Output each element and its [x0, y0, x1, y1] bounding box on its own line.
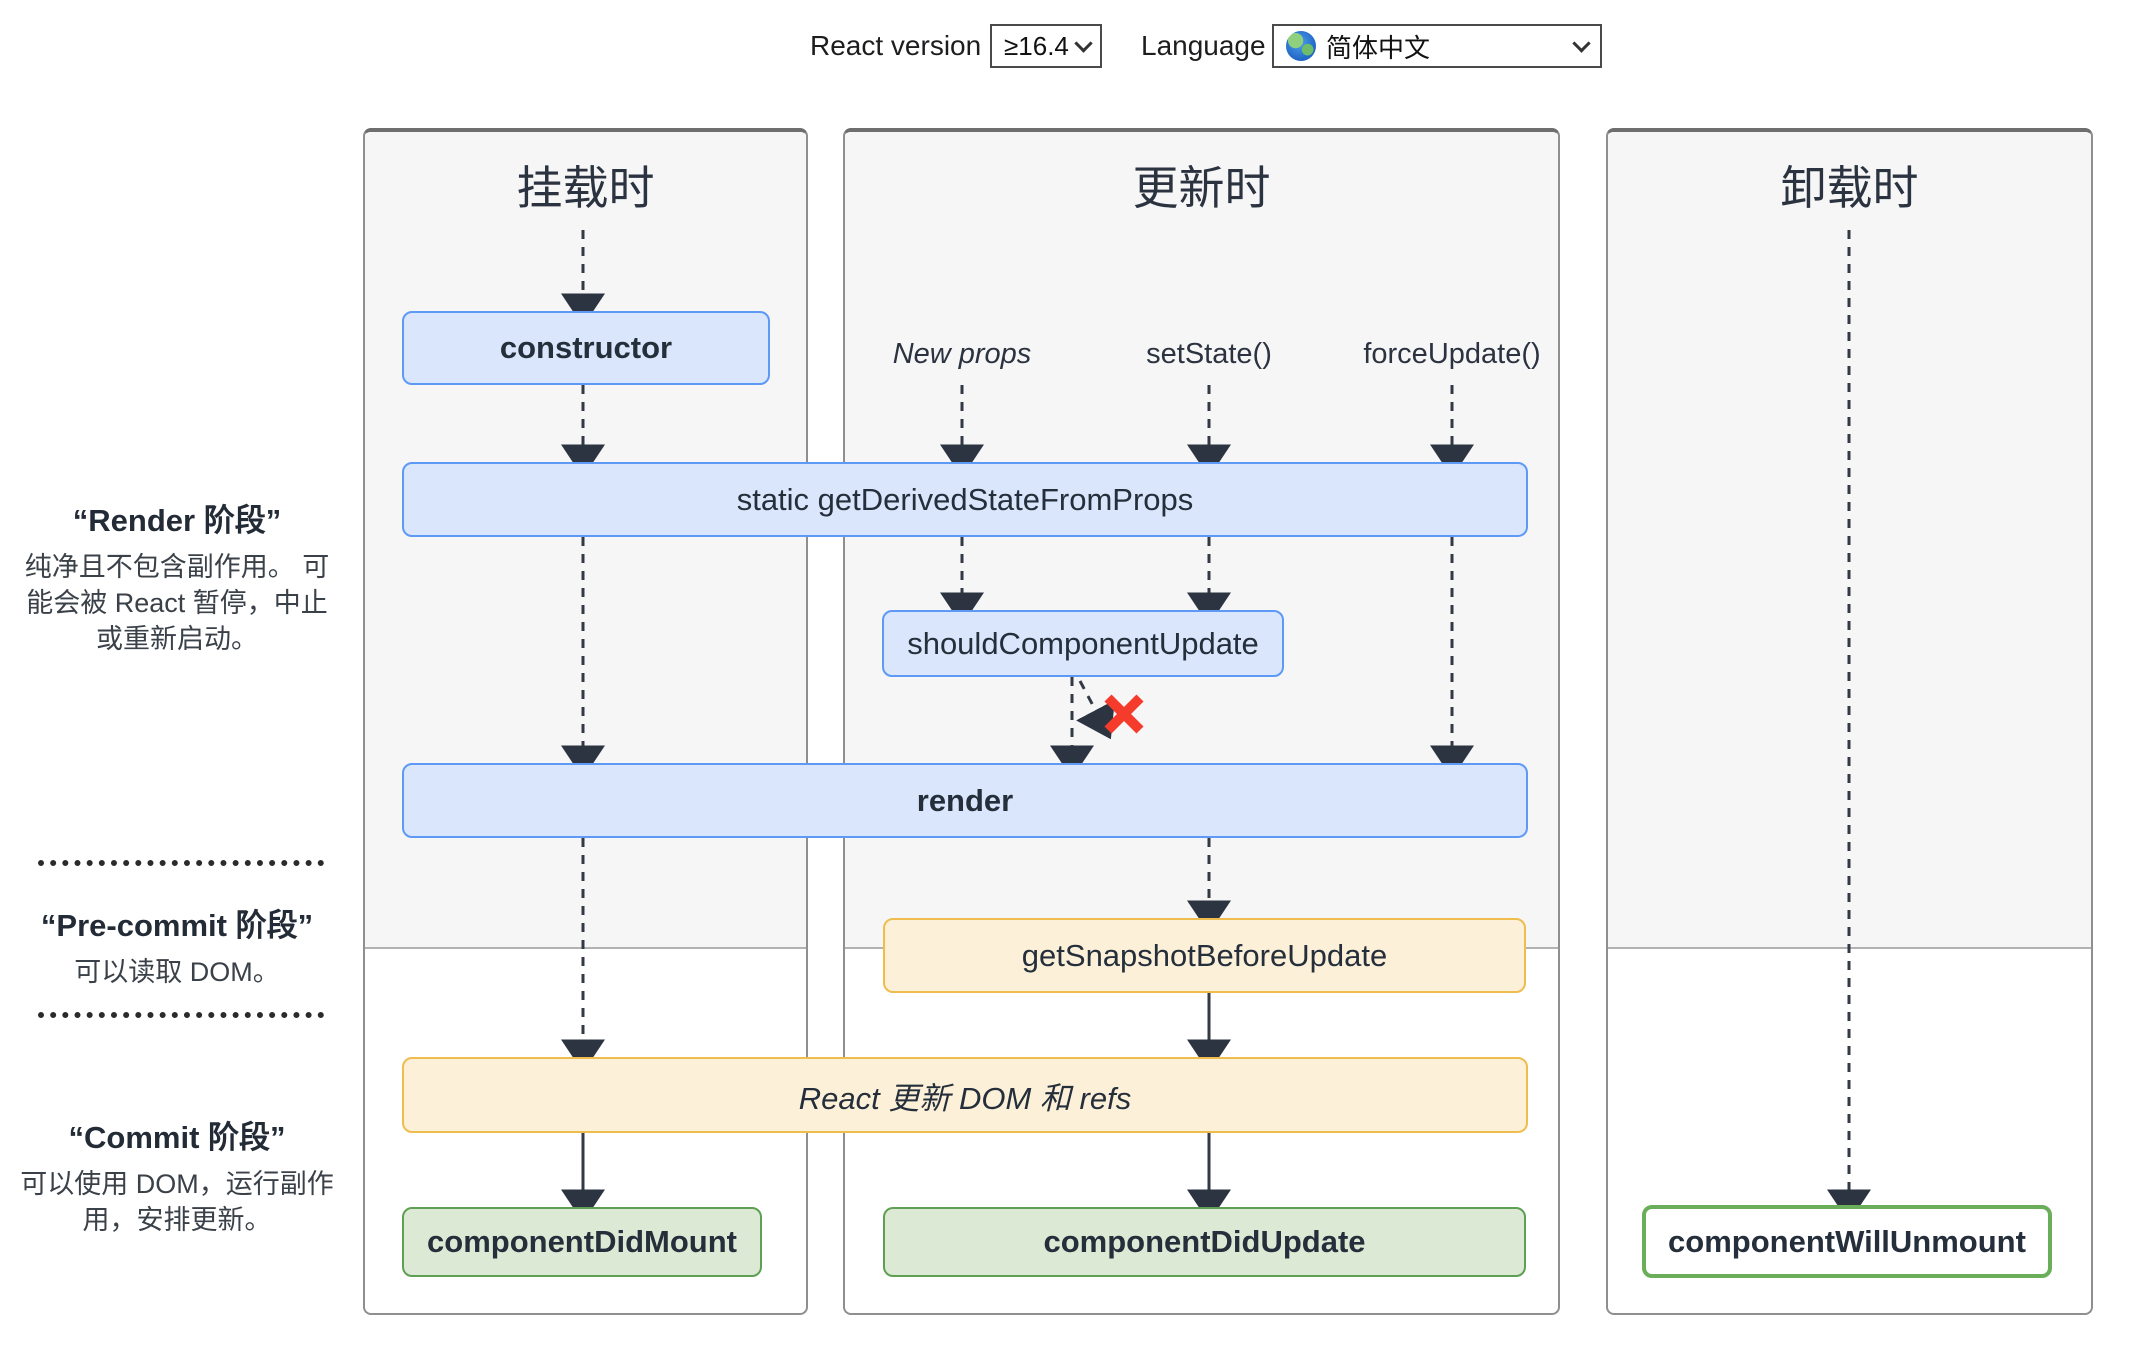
trigger-forceupdate: forceUpdate()	[1363, 338, 1541, 370]
trigger-setstate: setState()	[1146, 338, 1272, 370]
react-version-select[interactable]: ≥16.4	[990, 24, 1102, 68]
phase-description: 纯净且不包含副作用。 可能会被 React 暂停，中止或重新启动。	[24, 552, 330, 654]
column-title-mounting: 挂载时	[516, 162, 655, 214]
phase-description: 可以使用 DOM，运行副作用，安排更新。	[20, 1169, 334, 1235]
node-getsnapshotbeforeupdate[interactable]: getSnapshotBeforeUpdate	[883, 918, 1526, 993]
column-updating: 更新时	[843, 128, 1560, 1315]
node-label: React 更新 DOM 和 refs	[798, 1080, 1132, 1116]
chevron-down-icon	[1074, 33, 1093, 53]
node-label: constructor	[499, 330, 673, 365]
node-getderivedstatefromprops[interactable]: static getDerivedStateFromProps	[402, 462, 1528, 537]
node-label: componentWillUnmount	[1668, 1223, 2026, 1259]
node-constructor[interactable]: constructor	[402, 311, 770, 385]
node-label: getSnapshotBeforeUpdate	[1021, 937, 1388, 973]
node-componentwillunmount[interactable]: componentWillUnmount	[1642, 1205, 2052, 1278]
language-label: Language	[1141, 30, 1266, 61]
node-componentdidmount[interactable]: componentDidMount	[402, 1207, 762, 1277]
chevron-down-icon	[1572, 33, 1591, 53]
react-version-value: ≥16.4	[1004, 30, 1069, 61]
node-label: shouldComponentUpdate	[907, 625, 1259, 661]
render-phase-label: “Render 阶段” 纯净且不包含副作用。 可能会被 React 暂停，中止或…	[18, 495, 336, 658]
column-title-updating: 更新时	[1132, 162, 1271, 214]
column-title-unmounting: 卸载时	[1780, 162, 1919, 214]
phase-divider	[38, 1012, 324, 1018]
phase-title: “Commit 阶段”	[68, 1120, 286, 1155]
precommit-phase-label: “Pre-commit 阶段” 可以读取 DOM。	[18, 900, 336, 991]
phase-divider	[38, 860, 324, 866]
react-version-label: React version	[810, 30, 982, 61]
language-select[interactable]: 简体中文	[1272, 24, 1602, 68]
language-value: 简体中文	[1326, 32, 1431, 63]
trigger-new-props: New props	[892, 338, 1032, 370]
node-label: componentDidUpdate	[1043, 1224, 1366, 1259]
node-componentdidupdate[interactable]: componentDidUpdate	[883, 1207, 1526, 1277]
commit-phase-label: “Commit 阶段” 可以使用 DOM，运行副作用，安排更新。	[18, 1112, 336, 1239]
column-mounting: 挂载时	[363, 128, 808, 1315]
node-react-updates-dom: React 更新 DOM 和 refs	[402, 1057, 1528, 1133]
node-label: componentDidMount	[427, 1224, 737, 1259]
render-phase-background	[1608, 132, 2091, 949]
phase-title: “Render 阶段”	[72, 503, 282, 538]
phase-title: “Pre-commit 阶段”	[40, 908, 314, 943]
phase-description: 可以读取 DOM。	[74, 957, 280, 987]
node-shouldcomponentupdate[interactable]: shouldComponentUpdate	[882, 610, 1284, 677]
globe-icon	[1286, 31, 1316, 61]
node-render[interactable]: render	[402, 763, 1528, 838]
node-label: static getDerivedStateFromProps	[736, 481, 1194, 517]
column-unmounting: 卸载时	[1606, 128, 2093, 1315]
node-label: render	[916, 782, 1014, 818]
